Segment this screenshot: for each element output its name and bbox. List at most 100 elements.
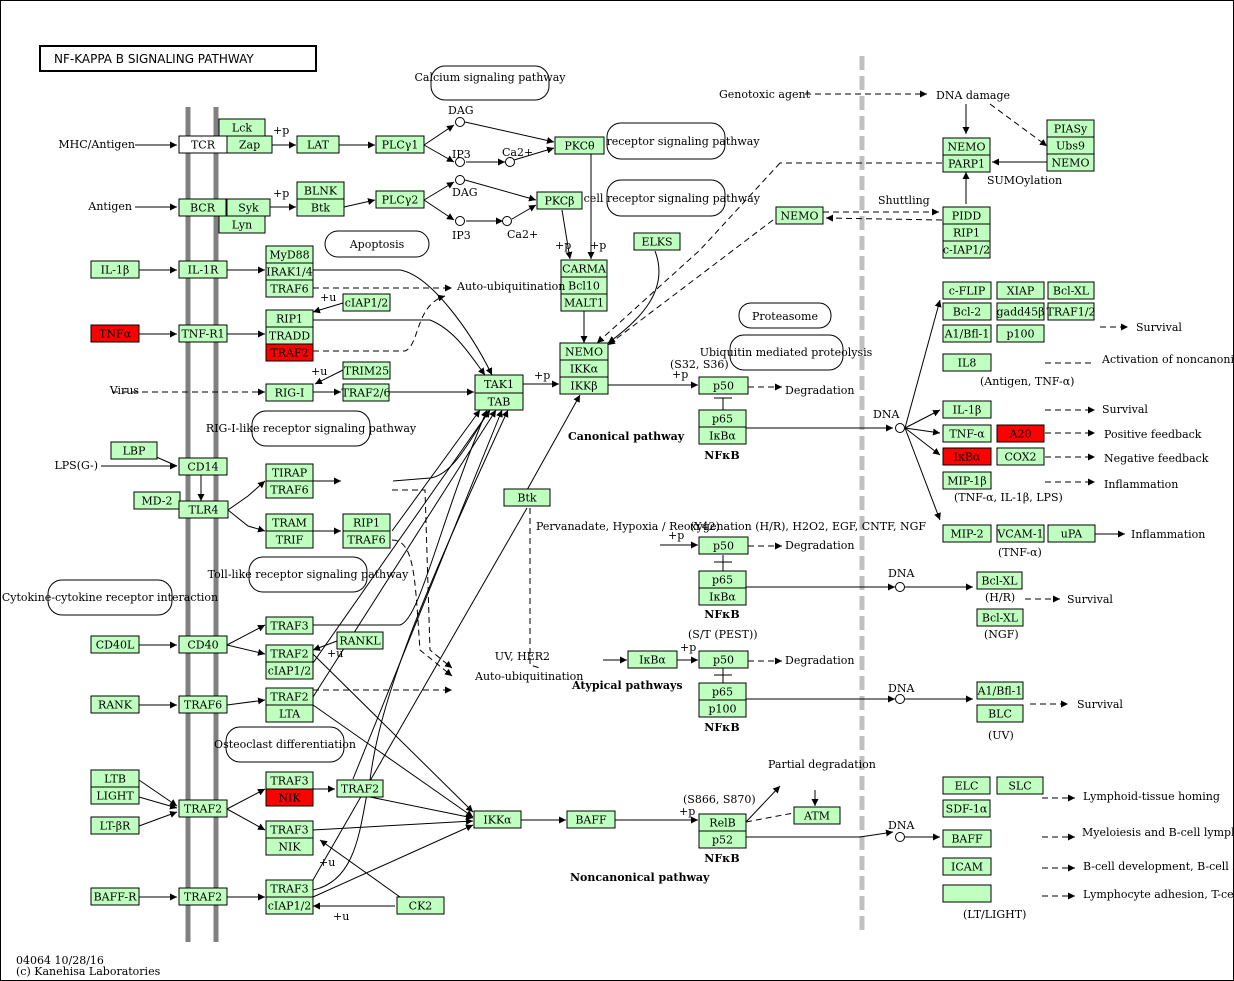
gene-node-rip1[interactable]: RIP1 xyxy=(342,513,391,532)
gene-node-nemo[interactable]: NEMO xyxy=(559,342,609,361)
gene-node-tnf-r1[interactable]: TNF-R1 xyxy=(178,324,228,343)
gene-node-slc[interactable]: SLC xyxy=(996,776,1044,795)
gene-node-traf3[interactable]: TRAF3 xyxy=(265,879,314,898)
gene-node-baff[interactable]: BAFF xyxy=(566,810,616,829)
gene-node-trim25[interactable]: TRIM25 xyxy=(342,361,391,380)
gene-box[interactable] xyxy=(90,260,140,279)
gene-node-malt1[interactable]: MALT1 xyxy=(560,293,608,312)
gene-node-lt-r[interactable]: LT-βR xyxy=(90,816,140,835)
gene-node-traf2-6[interactable]: TRAF2/6 xyxy=(342,383,391,402)
map-label[interactable]: Apoptosis xyxy=(349,238,405,251)
gene-node-bcl-xl[interactable]: Bcl-XL xyxy=(976,608,1024,627)
gene-box[interactable] xyxy=(1047,524,1096,543)
gene-box[interactable] xyxy=(942,471,992,490)
gene-node-tnf[interactable]: TNFα xyxy=(90,324,140,343)
gene-node-lck[interactable]: Lck xyxy=(218,118,266,137)
gene-box[interactable] xyxy=(90,635,140,654)
gene-node-cd14[interactable]: CD14 xyxy=(178,457,228,476)
gene-box[interactable] xyxy=(265,788,314,807)
map-label[interactable]: Cytokine-cytokine receptor interaction xyxy=(2,591,218,604)
gene-box[interactable] xyxy=(342,293,391,312)
gene-node-trif[interactable]: TRIF xyxy=(265,530,314,549)
gene-node-p50[interactable]: p50 xyxy=(698,536,749,555)
gene-node-traf3[interactable]: TRAF3 xyxy=(265,771,314,790)
gene-node-ubs9[interactable]: Ubs9 xyxy=(1046,136,1095,155)
gene-box[interactable] xyxy=(375,135,425,154)
gene-node-bcl-xl[interactable]: Bcl-XL xyxy=(976,571,1023,590)
gene-box[interactable] xyxy=(942,424,992,443)
gene-box[interactable] xyxy=(265,530,314,549)
gene-box[interactable] xyxy=(90,887,140,906)
gene-node-traf6[interactable]: TRAF6 xyxy=(342,530,391,549)
gene-node-lyn[interactable]: Lyn xyxy=(218,215,266,234)
map-label[interactable]: B cell receptor signaling pathway xyxy=(572,192,761,205)
gene-box[interactable] xyxy=(942,281,992,300)
gene-node-bcl10[interactable]: Bcl10 xyxy=(560,276,608,295)
gene-box[interactable] xyxy=(566,810,616,829)
gene-node-relb[interactable]: RelB xyxy=(698,813,747,832)
gene-node-i-b[interactable]: IκBα xyxy=(698,426,747,445)
gene-box[interactable] xyxy=(178,635,228,654)
gene-node-blnk[interactable]: BLNK xyxy=(296,181,345,200)
gene-node-carma[interactable]: CARMA xyxy=(560,259,608,278)
gene-node-irak1-4[interactable]: IRAK1/4 xyxy=(265,262,314,281)
gene-node-pidd[interactable]: PIDD xyxy=(942,206,991,225)
gene-node-btk[interactable]: Btk xyxy=(503,488,551,507)
gene-box[interactable] xyxy=(942,524,992,543)
gene-box[interactable] xyxy=(178,198,227,217)
gene-node-nemo[interactable]: NEMO xyxy=(1046,153,1095,172)
gene-box[interactable] xyxy=(218,215,266,234)
gene-node-blc[interactable]: BLC xyxy=(976,704,1024,723)
gene-node-vcam-1[interactable]: VCAM-1 xyxy=(996,524,1045,543)
gene-node-traf2[interactable]: TRAF2 xyxy=(178,887,228,906)
gene-node-atm[interactable]: ATM xyxy=(793,806,841,825)
gene-node-cd40l[interactable]: CD40L xyxy=(90,635,140,654)
gene-box[interactable] xyxy=(265,616,314,635)
gene-node-p100[interactable]: p100 xyxy=(698,699,747,718)
gene-node-traf6[interactable]: TRAF6 xyxy=(265,480,314,499)
gene-node-p52[interactable]: p52 xyxy=(698,830,747,849)
gene-node-bcl-xl[interactable]: Bcl-XL xyxy=(1047,281,1095,300)
gene-node-pkc[interactable]: PKCθ xyxy=(554,136,605,155)
gene-node-il-1[interactable]: IL-1β xyxy=(942,400,992,419)
gene-node-rip1[interactable]: RIP1 xyxy=(942,223,991,242)
gene-node-rip1[interactable]: RIP1 xyxy=(265,309,314,328)
gene-node-plc-2[interactable]: PLCγ2 xyxy=(375,190,425,209)
gene-box[interactable] xyxy=(698,650,749,669)
gene-box[interactable] xyxy=(996,776,1044,795)
gene-node-rank[interactable]: RANK xyxy=(90,695,140,714)
gene-box[interactable] xyxy=(178,135,228,154)
gene-box[interactable] xyxy=(942,447,992,466)
gene-node-elc[interactable]: ELC xyxy=(942,776,991,795)
map-label[interactable]: Ubiquitin mediated proteolysis xyxy=(700,346,873,359)
gene-node-traf3[interactable]: TRAF3 xyxy=(265,616,314,635)
map-label[interactable]: Calcium signaling pathway xyxy=(415,71,567,84)
gene-node-gadd45[interactable]: gadd45β xyxy=(996,302,1045,321)
gene-node-a20[interactable]: A20 xyxy=(996,424,1045,443)
gene-box[interactable] xyxy=(942,353,992,372)
gene-box[interactable] xyxy=(976,608,1024,627)
gene-node-lta[interactable]: LTA xyxy=(265,704,314,723)
gene-node-il8[interactable]: IL8 xyxy=(942,353,992,372)
gene-box[interactable] xyxy=(942,776,991,795)
gene-node-upa[interactable]: uPA xyxy=(1047,524,1096,543)
gene-node-a1-bfl-1[interactable]: A1/Bfl-1 xyxy=(976,681,1024,700)
gene-node-undefined[interactable] xyxy=(942,884,992,903)
gene-node-baff-r[interactable]: BAFF-R xyxy=(90,887,140,906)
gene-node-ikk[interactable]: IKKβ xyxy=(559,376,609,395)
gene-box[interactable] xyxy=(178,799,228,818)
gene-node-i-b[interactable]: IκBα xyxy=(627,650,678,669)
gene-node-cd40[interactable]: CD40 xyxy=(178,635,228,654)
gene-box[interactable] xyxy=(996,281,1045,300)
gene-box[interactable] xyxy=(342,530,391,549)
gene-node-traf2[interactable]: TRAF2 xyxy=(336,779,384,798)
gene-node-tab[interactable]: TAB xyxy=(474,392,524,411)
gene-node-nik[interactable]: NIK xyxy=(265,788,314,807)
gene-box[interactable] xyxy=(775,206,824,225)
gene-box[interactable] xyxy=(698,376,749,395)
gene-box[interactable] xyxy=(559,376,609,395)
gene-box[interactable] xyxy=(342,383,390,402)
gene-box[interactable] xyxy=(178,260,228,279)
gene-box[interactable] xyxy=(996,324,1045,343)
gene-node-lbp[interactable]: LBP xyxy=(110,441,158,460)
